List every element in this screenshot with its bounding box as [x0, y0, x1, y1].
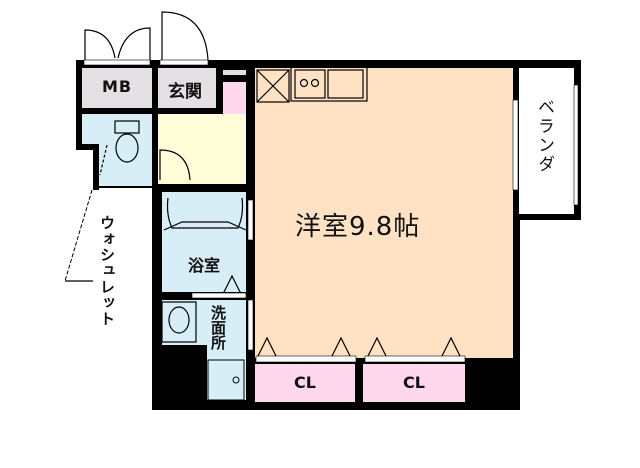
room-label-entrance: 玄関: [168, 82, 202, 102]
balcony: ベランダ: [519, 68, 574, 214]
exterior-left: [76, 188, 152, 410]
washbasin-icon: [161, 301, 197, 343]
room-label-western: 洋室9.8帖: [295, 212, 421, 242]
room-mb: MB: [82, 68, 152, 108]
closet-1: CL: [255, 364, 355, 402]
exterior-right: [520, 220, 581, 410]
washlet-annotation: ウォシュレット: [98, 215, 116, 327]
balcony-label: ベランダ: [534, 98, 554, 174]
washing-machine-icon: [207, 359, 245, 401]
washroom-wall-block: [162, 345, 207, 405]
bathtub-icon: [163, 197, 247, 231]
closet-door-icons: [257, 336, 461, 357]
room-entrance: 玄関: [158, 68, 216, 108]
closet-label-1: CL: [294, 373, 316, 392]
shoe-closet: [223, 82, 246, 120]
room-label-bathroom: 浴室: [187, 256, 220, 275]
room-label-washroom: 洗面所: [209, 305, 227, 350]
closet-2: CL: [363, 364, 465, 402]
room-label-mb: MB: [101, 77, 133, 96]
hallway: [158, 114, 246, 184]
toilet-notch-wall-top: [76, 144, 99, 150]
toilet-icon: [99, 120, 140, 176]
shoe-closet-top: [223, 70, 246, 75]
closet-label-2: CL: [403, 373, 425, 392]
room-western: 洋室9.8帖: [255, 68, 513, 358]
door-swing-icons: [84, 11, 209, 181]
washlet-pointer: [64, 189, 93, 282]
toilet-notch-wall: [93, 150, 99, 190]
kitchen-icons: [256, 66, 368, 103]
